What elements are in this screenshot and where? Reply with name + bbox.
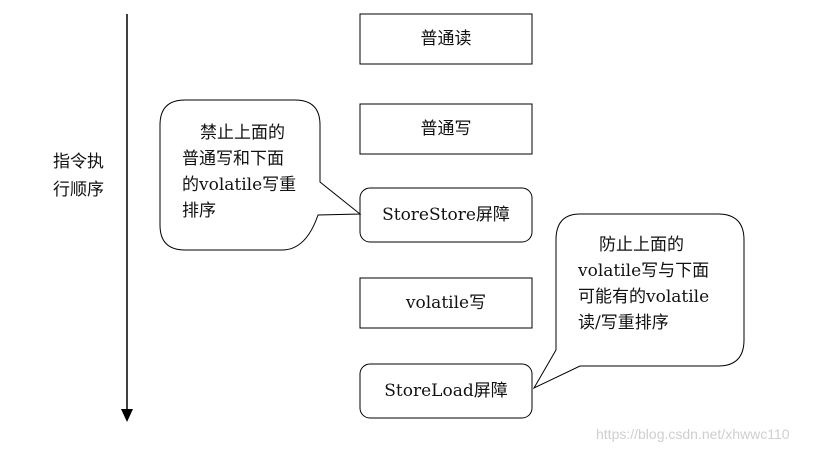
- box-volatile-write-label: volatile写: [405, 293, 487, 313]
- box-normal-read-label: 普通读: [420, 29, 472, 49]
- box-normal-read: [359, 13, 533, 65]
- callout-left-line3: 的volatile写重: [182, 175, 297, 195]
- timeline-arrow-head: [121, 409, 133, 422]
- execution-order-label-line2: 行顺序: [53, 180, 104, 200]
- box-storeload-barrier: [359, 363, 533, 419]
- box-storeload-barrier-label: StoreLoad屏障: [384, 381, 508, 401]
- callout-left-line2: 普通写和下面: [182, 149, 284, 169]
- callout-left-line1: 禁止上面的: [200, 123, 285, 143]
- execution-order-label-line1: 指令执: [53, 152, 104, 172]
- callout-right-line3: 可能有的volatile: [578, 287, 710, 307]
- callout-left-line4: 排序: [182, 201, 216, 221]
- watermark-text: https://blog.csdn.net/xhwwc110: [596, 426, 790, 442]
- callout-right-line4: 读/写重排序: [578, 313, 669, 333]
- box-normal-write: [359, 103, 533, 155]
- callout-right-line2: volatile写与下面: [578, 261, 710, 281]
- callout-right-line1: 防止上面的: [599, 235, 684, 255]
- callout-left-bubble: [159, 99, 362, 251]
- box-storestore-barrier-label: StoreStore屏障: [382, 205, 510, 225]
- box-normal-write-label: 普通写: [420, 119, 472, 139]
- box-volatile-write: [359, 277, 533, 329]
- callout-right-bubble: [532, 213, 745, 390]
- box-storestore-barrier: [359, 187, 533, 243]
